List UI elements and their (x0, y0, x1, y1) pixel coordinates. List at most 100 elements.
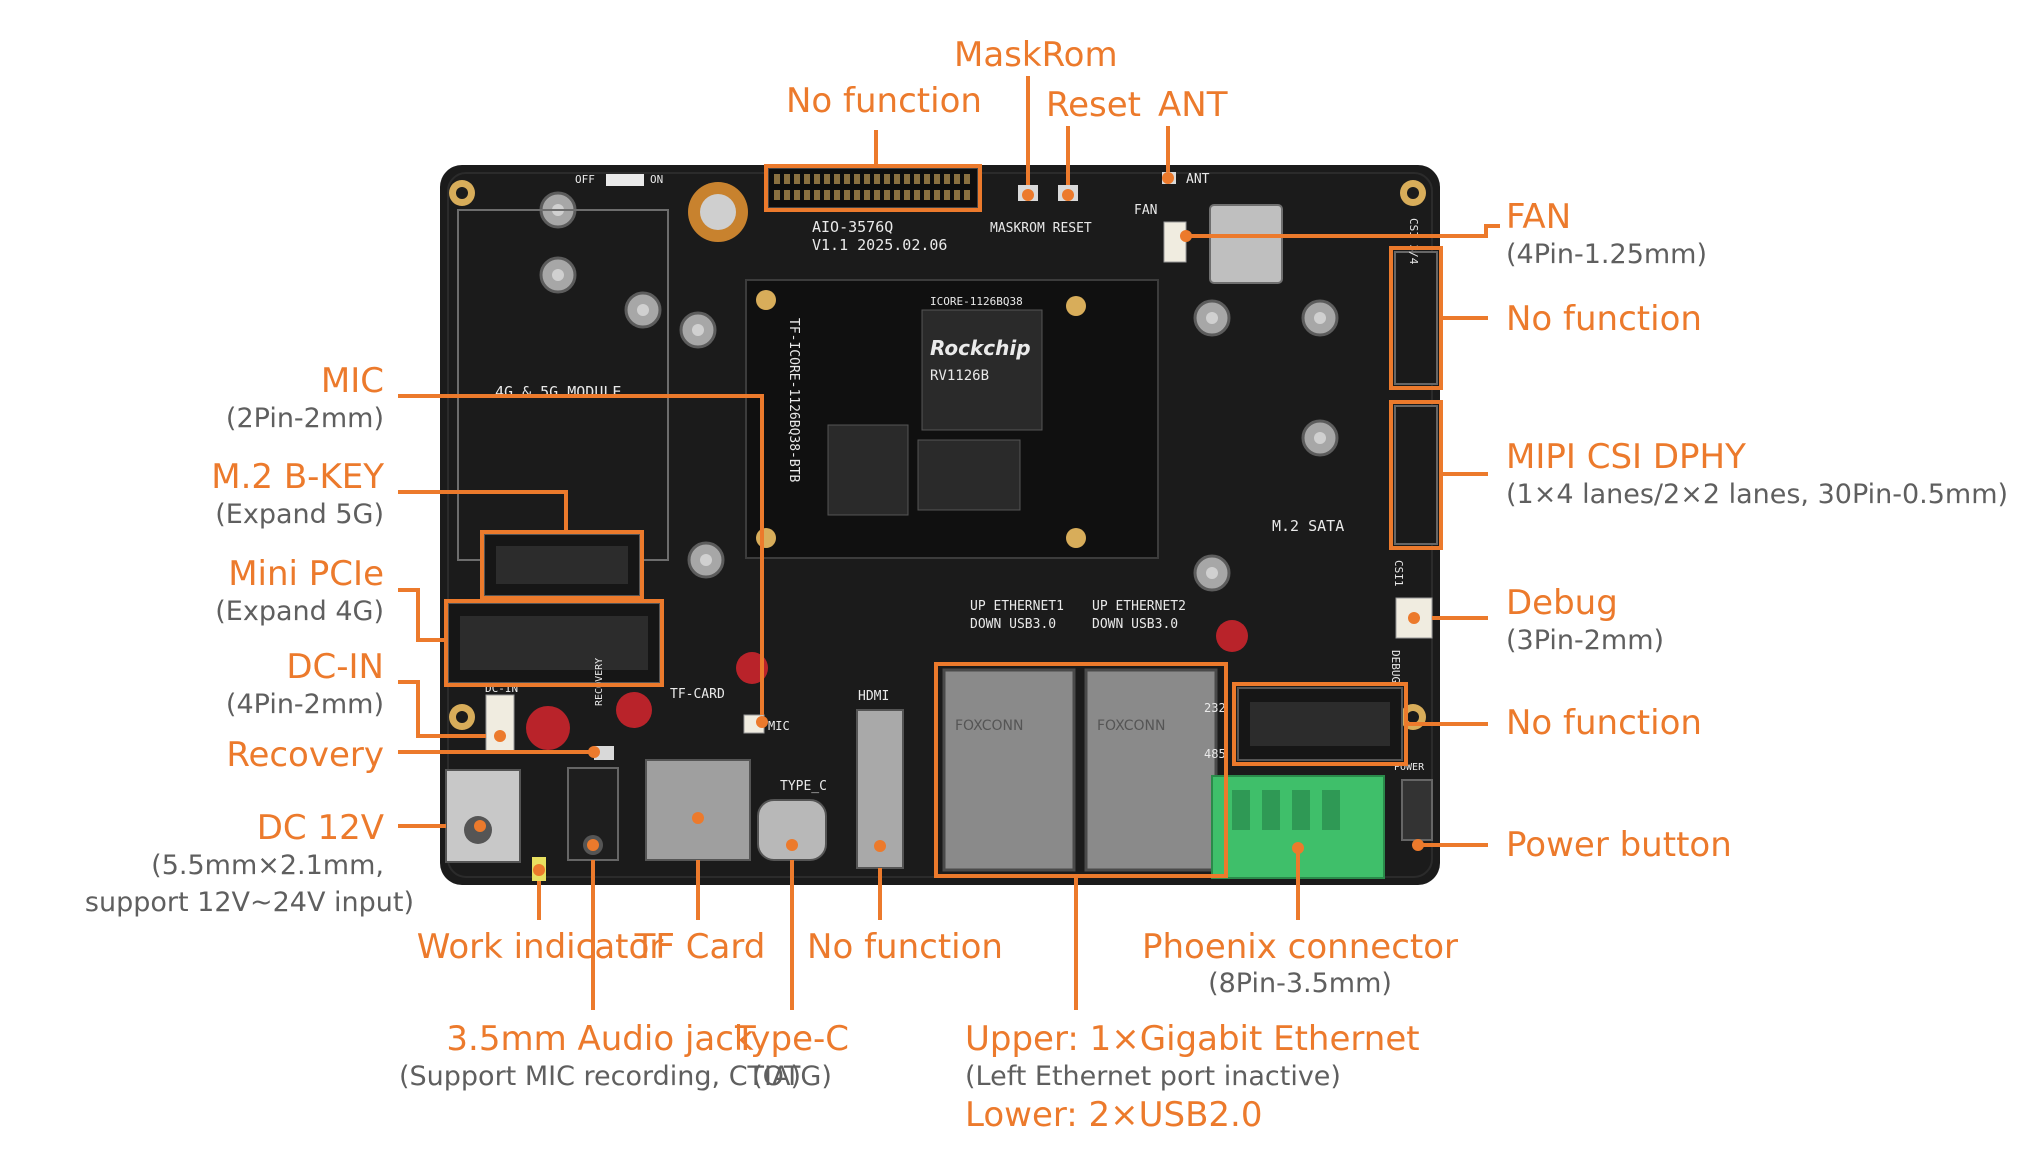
callout-dc12v-sub1: (5.5mm×2.1mm, (151, 850, 384, 881)
header-pin (854, 174, 860, 184)
header-pin (874, 190, 880, 200)
header-pin (854, 190, 860, 200)
header-pin (834, 190, 840, 200)
callout-ant: ANT (1158, 85, 1228, 125)
callout-dc12v-sub2: support 12V~24V input) (84, 887, 414, 918)
silk-maskrom-reset: MASKROM RESET (990, 221, 1092, 236)
box-minipcie (444, 599, 664, 687)
callout-eth-upper: Upper: 1×Gigabit Ethernet (965, 1019, 1420, 1059)
header-pin (884, 174, 890, 184)
silk-csi34: CSI 3/4 (1407, 218, 1420, 265)
header-pin (894, 190, 900, 200)
header-pin (964, 190, 970, 200)
header-pin (824, 190, 830, 200)
header-pin (924, 190, 930, 200)
silk-eth2-up: UP ETHERNET2 (1092, 599, 1186, 614)
fan-connector (1163, 221, 1187, 263)
callout-no-function-bottom: No function (807, 927, 1003, 967)
box-header (764, 164, 982, 212)
header-pin (864, 174, 870, 184)
leader-dots (474, 172, 1424, 876)
header-pin (914, 174, 920, 184)
header-pin (794, 174, 800, 184)
header-pin (824, 174, 830, 184)
silk-rs232: 232 (1204, 701, 1226, 715)
header-pin (804, 174, 810, 184)
callout-debug: Debug (1506, 583, 1618, 623)
silk-hdmi: HDMI (858, 689, 889, 704)
header-pin (784, 174, 790, 184)
silk-m2-sata: M.2 SATA (1272, 517, 1344, 535)
header-pin (884, 190, 890, 200)
rj45-port-right (1084, 668, 1218, 872)
header-pin (814, 174, 820, 184)
tf-card-slot (645, 759, 751, 861)
box-ethernet (934, 662, 1228, 878)
silk-debug: DEBUG (1389, 650, 1402, 683)
leader-m2bkey (398, 490, 568, 534)
callout-mic-sub: (2Pin-2mm) (225, 403, 384, 434)
callout-m2-bkey-sub: (Expand 5G) (215, 499, 384, 530)
callout-mipi-sub: (1×4 lanes/2×2 lanes, 30Pin-0.5mm) (1506, 479, 2009, 510)
header-pins (774, 174, 970, 200)
power-button (1401, 779, 1433, 841)
callout-fan-sub: (4Pin-1.25mm) (1506, 239, 1708, 270)
header-pin (904, 174, 910, 184)
silk-tf-card: TF-CARD (670, 687, 725, 702)
silk-eth1-up: UP ETHERNET1 (970, 599, 1064, 614)
header-pin (954, 174, 960, 184)
callout-work-indicator: Work indicator (416, 927, 664, 967)
callout-reset: Reset (1046, 85, 1141, 125)
silk-foxconn-right: FOXCONN (1097, 718, 1166, 734)
silk-off: OFF (575, 173, 595, 186)
callout-eth-sub: (Left Ethernet port inactive) (965, 1061, 1341, 1092)
dc-jack (445, 769, 521, 863)
callout-type-c-sub: (OTG) (752, 1061, 832, 1092)
callout-recovery: Recovery (226, 735, 384, 775)
silk-on: ON (650, 173, 663, 186)
callout-lines (398, 76, 1500, 1010)
header-pin (934, 174, 940, 184)
callout-phoenix-sub: (8Pin-3.5mm) (1208, 968, 1392, 999)
wifi-module (1209, 204, 1283, 284)
header-pin (944, 174, 950, 184)
callout-debug-sub: (3Pin-2mm) (1506, 625, 1665, 656)
silk-power: POWER (1394, 762, 1425, 773)
header-pin (834, 174, 840, 184)
header-pin (904, 190, 910, 200)
silk-foxconn-left: FOXCONN (955, 718, 1024, 734)
leader-minipcie (398, 588, 446, 642)
callout-audio: 3.5mm Audio jack (446, 1019, 754, 1059)
ram-chip (917, 439, 1021, 511)
soc-model: RV1126B (930, 368, 989, 384)
header-pin (924, 174, 930, 184)
leader-fan (1186, 224, 1500, 238)
header-pin (844, 174, 850, 184)
header-pin (794, 190, 800, 200)
capacitor-2 (616, 692, 652, 728)
soc-brand: Rockchip (930, 336, 1031, 360)
callout-tf-card: TF Card (634, 927, 766, 967)
leader-mic (398, 394, 764, 715)
callout-dc12v: DC 12V (256, 808, 384, 848)
header-pin (814, 190, 820, 200)
header-pin (874, 174, 880, 184)
callout-dc-in: DC-IN (286, 647, 384, 687)
silk-mic: MIC (768, 719, 790, 733)
header-pin (774, 190, 780, 200)
silk-model: AIO-3576Q (812, 218, 893, 236)
header-pin (964, 174, 970, 184)
callout-maskrom: MaskRom (954, 35, 1118, 75)
callout-no-function-right2: No function (1506, 703, 1702, 743)
silk-core-module: TF-ICORE-1126BQ38-BTB (786, 318, 801, 483)
soc-chip (921, 309, 1043, 431)
capacitor-1 (526, 706, 570, 750)
callout-type-c: Type-C (734, 1019, 850, 1059)
silk-type-c: TYPE_C (780, 779, 827, 794)
core-chip-label: ICORE-1126BQ38 (930, 295, 1023, 308)
silk-rs485: 485 (1204, 747, 1226, 761)
leader-dcin (398, 680, 486, 738)
header-pin (954, 190, 960, 200)
